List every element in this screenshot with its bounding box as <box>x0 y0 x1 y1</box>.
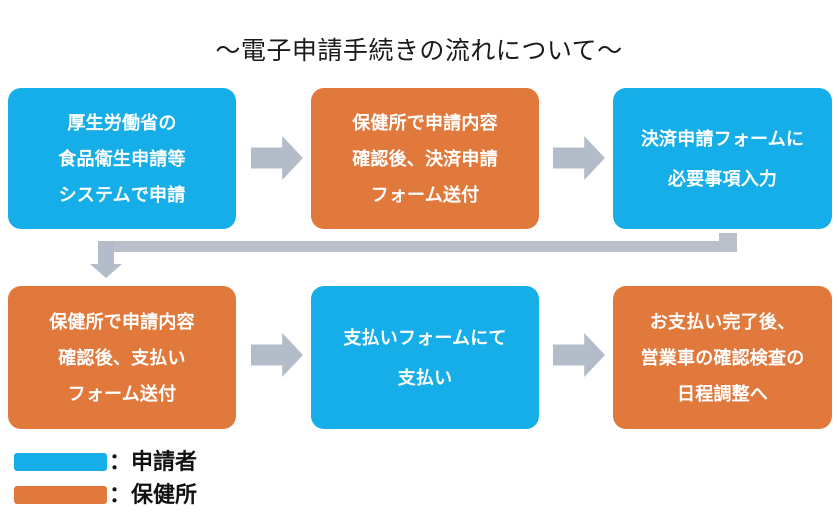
flow-step-5-line-2: 支払い <box>397 367 453 388</box>
flow-step-1-line-3: システムで申請 <box>58 184 186 205</box>
page-title: 〜電子申請手続きの流れについて〜 <box>215 37 623 65</box>
flow-step-5-line-1: 支払いフォームにて <box>343 327 507 348</box>
arrow-right-icon <box>251 333 303 377</box>
flow-step-1-line-2: 食品衛生申請等 <box>58 148 186 169</box>
legend-swatch-applicant <box>14 453 107 471</box>
arrow-right-icon <box>251 136 303 180</box>
flow-step-3-line-2: 必要事項入力 <box>667 168 778 189</box>
legend-label-health-center: ：保健所 <box>109 482 198 507</box>
arrow-right-icon <box>553 333 605 377</box>
flow-step-6-line-1: お支払い完了後、 <box>649 311 796 332</box>
flow-step-4-line-2: 確認後、支払い <box>58 347 186 368</box>
flow-step-6-line-2: 営業車の確認検査の <box>640 347 805 368</box>
flow-step-4-line-3: フォーム送付 <box>67 383 177 404</box>
legend-label-applicant: ：申請者 <box>109 449 198 474</box>
flow-step-4-line-1: 保健所で申請内容 <box>49 311 195 332</box>
flow-step-2-line-1: 保健所で申請内容 <box>352 112 498 133</box>
flow-step-1[interactable]: 厚生労働省の 食品衛生申請等 システムで申請 <box>8 88 236 229</box>
flow-step-2[interactable]: 保健所で申請内容 確認後、決済申請 フォーム送付 <box>311 88 539 229</box>
row1-to-row2-connector-bar <box>105 241 730 252</box>
legend-swatch-health-center <box>14 486 107 504</box>
flow-step-3-line-1: 決済申請フォームに <box>640 128 805 149</box>
flow-step-6[interactable]: お支払い完了後、 営業車の確認検査の 日程調整へ <box>613 286 832 429</box>
arrow-right-icon <box>553 136 605 180</box>
flow-step-4[interactable]: 保健所で申請内容 確認後、支払い フォーム送付 <box>8 286 236 429</box>
legend-item-applicant: ：申請者 <box>14 451 197 473</box>
flow-step-6-line-3: 日程調整へ <box>677 383 768 404</box>
flow-step-3[interactable]: 決済申請フォームに 必要事項入力 <box>613 88 832 229</box>
flow-step-5[interactable]: 支払いフォームにて 支払い <box>311 286 539 429</box>
flow-step-2-line-3: フォーム送付 <box>370 184 480 205</box>
legend-item-health-center: ：保健所 <box>14 484 197 506</box>
flow-step-1-line-1: 厚生労働省の <box>67 112 177 133</box>
flow-step-2-line-2: 確認後、決済申請 <box>352 148 498 169</box>
